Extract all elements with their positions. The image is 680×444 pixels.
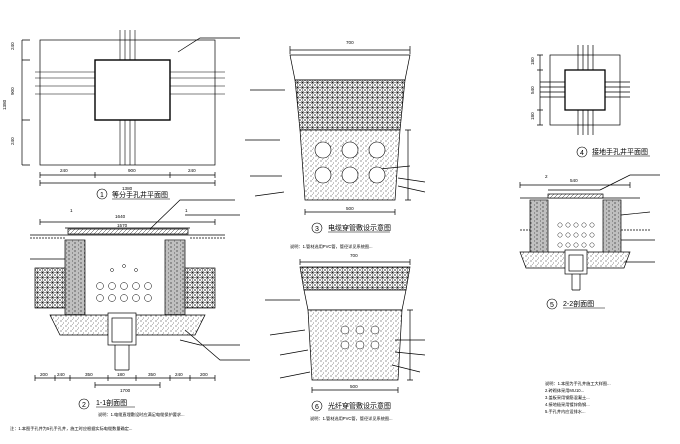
dim-f6-bottom: 500: [350, 384, 358, 389]
figure-5-notes: 说明：1.本图为手孔井施工大样图... 2.砖砌体采用MU10... 3.盖板采…: [545, 380, 611, 415]
dim-f6-top: 700: [350, 253, 358, 258]
dim-f5-top: 540: [570, 178, 578, 183]
figure-2-number: 2: [82, 402, 86, 409]
figure-6-ducts: [340, 325, 380, 350]
dim-f1-b3: 240: [188, 168, 196, 173]
general-note: 注：1.本图手孔井为5孔手孔井，施工时应根据实际电缆数量确定...: [10, 425, 132, 432]
f5-note-1: 说明：1.本图为手孔井施工大样图...: [545, 380, 611, 387]
figure-1-number-circle: [96, 188, 108, 200]
dim-f1-overall-w: 1380: [122, 186, 133, 191]
f5-note-4: 4.接地极采用镀锌角钢...: [545, 401, 590, 408]
dim-f4-1: 180: [530, 57, 535, 65]
figure-2-ducts: [96, 264, 152, 302]
figure-6-title: 光纤穿管敷设示意图: [328, 401, 391, 410]
figure-4-number: 4: [580, 150, 584, 157]
dim-f2-seg4: 180: [117, 372, 125, 377]
figure-1-plan: [21, 30, 240, 186]
dim-f4-3: 180: [530, 112, 535, 120]
figure-6-number: 6: [315, 404, 319, 411]
figure-3-number: 3: [315, 226, 319, 233]
dim-f2-seg6: 240: [175, 372, 183, 377]
figure-6-fiber-duct: [265, 259, 426, 393]
figure-5-section: [519, 174, 660, 291]
section-mark-left: 1: [70, 208, 73, 213]
f5-note-2: 2.砖砌体采用MU10...: [545, 387, 584, 394]
figure-3-title: 电缆穿管敷设示意图: [328, 223, 391, 232]
dim-f1-overall-h: 1380: [2, 99, 7, 110]
figure-5-ducts: [557, 222, 595, 248]
figure-5-title: 2-2剖面图: [563, 299, 594, 308]
dim-f1-middle: 900: [10, 87, 15, 95]
dim-f2-seg5: 350: [148, 372, 156, 377]
figure-5-number-circle: [546, 298, 558, 310]
figure-2-section: [30, 199, 250, 388]
f5-note-5: 5.手孔井内应设排水...: [545, 408, 585, 415]
figure-6-number-circle: [311, 400, 323, 412]
dim-f2-top-overall: 1640: [115, 214, 126, 219]
figure-2-number-circle: [78, 398, 90, 410]
dim-f3-bottom: 500: [346, 206, 354, 211]
figure-3-number-circle: [311, 222, 323, 234]
figure-4-number-circle: [576, 146, 588, 158]
dim-f2-seg1: 200: [40, 372, 48, 377]
f5-note-3: 3.盖板采用钢筋混凝土...: [545, 394, 590, 401]
figure-4-grounding-plan: [537, 45, 630, 135]
figure-3-note: 说明：1.管材选用PVC管，管径详见系统图...: [290, 243, 373, 250]
figure-3-ducts: [314, 141, 386, 184]
dim-f1-b2: 900: [128, 168, 136, 173]
figure-2-note: 说明：1.电缆直埋敷设时应满足电缆保护要求...: [98, 411, 185, 418]
section-mark-top: 2: [545, 174, 548, 179]
dim-f2-seg2: 240: [57, 372, 65, 377]
dim-f2-top-inner: 1570: [117, 223, 128, 228]
section-mark-right: 1: [185, 208, 188, 213]
figure-3-cable-duct: [245, 46, 426, 215]
dim-f2-seg7: 200: [200, 372, 208, 377]
dim-f3-top: 700: [346, 40, 354, 45]
figure-2-title: 1-1剖面图: [96, 398, 127, 407]
dim-f4-2: 540: [530, 86, 535, 94]
dim-f1-bottom: 240: [10, 137, 15, 145]
dim-f2-seg3: 350: [85, 372, 93, 377]
figure-1-number: 1: [100, 192, 104, 199]
dim-f1-b1: 240: [60, 168, 68, 173]
dim-f2-overall: 1700: [120, 388, 131, 393]
figure-6-note: 说明：1.管材选用PVC管，管径详见系统图...: [310, 415, 393, 422]
figure-1-title: 等分手孔井平面图: [112, 190, 168, 199]
figure-4-title: 接地手孔井平面图: [592, 147, 648, 156]
figure-5-number: 5: [550, 302, 554, 309]
dim-f1-top: 240: [10, 42, 15, 50]
